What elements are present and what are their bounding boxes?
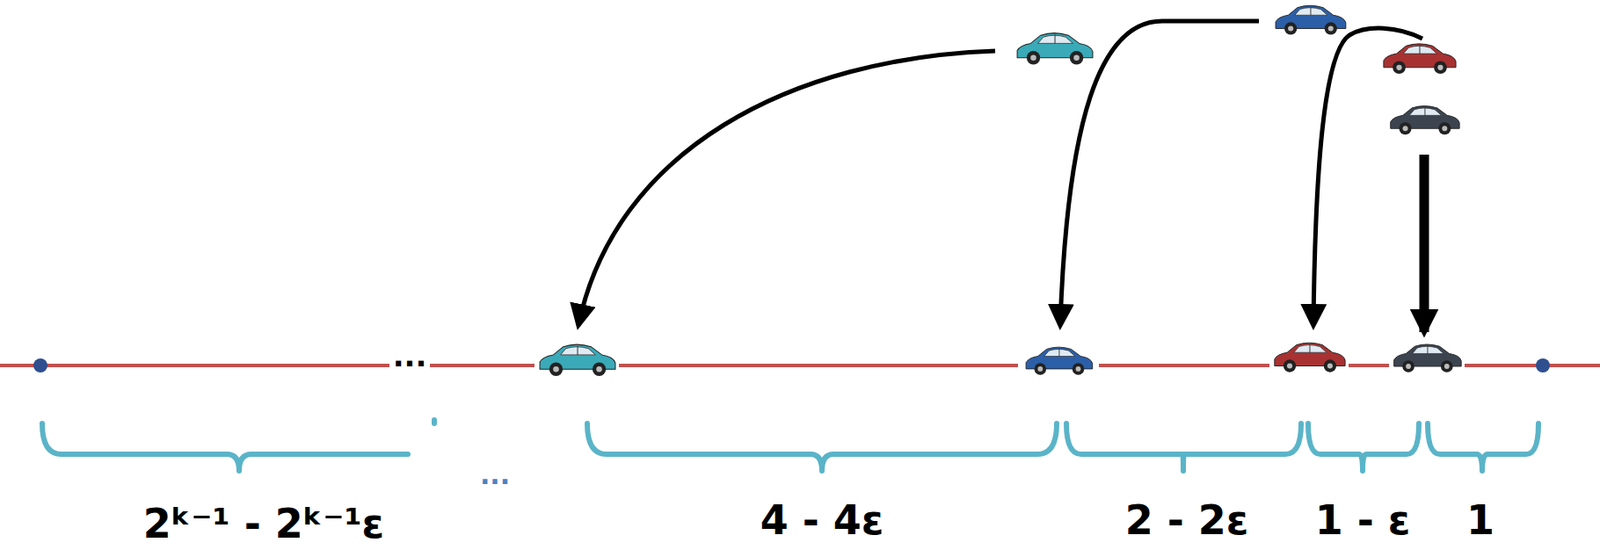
end-dot: [1535, 358, 1550, 373]
move-arrow: [578, 50, 996, 326]
dimension-label: 1 - ε: [1311, 498, 1415, 544]
dimension-bracket: [1066, 423, 1302, 472]
dimension-label: 1: [1462, 498, 1499, 544]
dimension-label: 2 - 2ε: [1121, 498, 1253, 544]
ellipsis: ...: [476, 460, 514, 490]
car-icon: [1394, 344, 1462, 373]
dimension-bracket: [587, 423, 1057, 472]
car-ground: [1269, 335, 1349, 379]
car-ground: [1389, 337, 1465, 379]
move-arrow: [1419, 154, 1430, 333]
end-dot: [33, 358, 48, 373]
dimension-label: 2ᵏ⁻¹ - 2ᵏ⁻¹ε: [139, 501, 388, 547]
car-ground: [1018, 342, 1099, 379]
move-arrow: [1060, 21, 1259, 326]
car-icon: [1390, 106, 1460, 136]
car-icon: [1025, 347, 1093, 376]
car-ground: [534, 339, 619, 380]
dimension-bracket: [1427, 423, 1539, 472]
car-icon: [1275, 5, 1346, 35]
dimension-bracket: [42, 423, 408, 472]
move-arrow: [1313, 28, 1423, 326]
ellipsis: ...: [389, 340, 431, 373]
car-icon: [539, 344, 616, 377]
car-icon: [1274, 342, 1346, 372]
car-icon: [1017, 33, 1093, 66]
dimension-bracket: [431, 420, 437, 424]
car-icon: [1383, 43, 1456, 74]
dimension-label: 4 - 4ε: [756, 498, 888, 544]
dimension-bracket: [1308, 423, 1419, 472]
road-line: [0, 363, 1600, 368]
